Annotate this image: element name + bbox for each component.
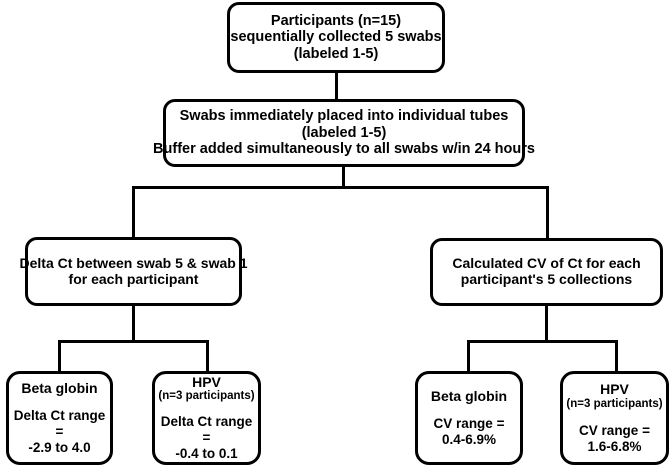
result-hpv-delta-ct-value: -0.4 to 0.1 [175,446,238,462]
connector-deltact-horizontal [58,340,209,343]
connector-swabs-to-split [342,165,345,188]
node-swabs-placed-in-tubes: Swabs immediately placed into individual… [153,99,535,167]
node-delta-ct-line-1: Delta Ct between swab 5 & swab 1 [19,254,248,271]
connector-cv-horizontal [467,340,618,343]
result-hpv-cv-header: HPV [600,381,629,398]
result-hpv-delta-ct-header: HPV [192,374,221,390]
connector-participants-to-swabs [335,72,338,101]
result-hpv-cv-subheader: (n=3 participants) [566,397,663,410]
connector-split-to-deltact [132,186,135,239]
result-hpv-cv: HPV (n=3 participants) CV range = 1.6-6.… [560,371,669,465]
result-beta-globin-cv-header: Beta globin [430,388,508,405]
result-hpv-delta-ct: HPV (n=3 participants) Delta Ct range = … [152,371,261,465]
result-hpv-cv-value: 1.6-6.8% [587,438,642,454]
connector-split-horizontal [132,186,549,189]
result-beta-globin-delta-ct: Beta globin Delta Ct range = -2.9 to 4.0 [6,371,113,465]
connector-cv-stem [545,304,548,342]
node-participants-line-2: sequentially collected 5 swabs [230,29,442,46]
node-swabs-line-2: (labeled 1-5) [301,124,387,141]
result-beta-globin-delta-ct-header: Beta globin [21,380,98,397]
connector-deltact-to-beta-globin [58,340,61,372]
node-participants-line-1: Participants (n=15) [270,12,402,29]
node-delta-ct-analysis: Delta Ct between swab 5 & swab 1 for eac… [20,237,247,306]
result-beta-globin-delta-ct-label: Delta Ct range = [13,408,106,440]
result-beta-globin-cv: Beta globin CV range = 0.4-6.9% [415,371,523,465]
result-beta-globin-cv-label: CV range = [433,416,505,432]
node-cv-of-ct-analysis: Calculated CV of Ct for each participant… [430,238,663,306]
result-hpv-cv-label: CV range = [579,422,650,438]
result-beta-globin-delta-ct-value: -2.9 to 4.0 [28,440,91,455]
node-cv-line-2: participant's 5 collections [460,271,633,287]
result-hpv-delta-ct-subheader: (n=3 participants) [158,390,255,403]
connector-deltact-to-hpv [206,340,209,372]
node-participants: Participants (n=15) sequentially collect… [227,2,445,73]
connector-cv-to-hpv [615,340,618,372]
node-participants-line-3: (labeled 1-5) [293,45,379,62]
node-swabs-line-1: Swabs immediately placed into individual… [179,108,509,125]
node-delta-ct-line-2: for each participant [68,270,199,287]
node-cv-line-1: Calculated CV of Ct for each [452,255,641,272]
connector-deltact-stem [132,304,135,342]
result-hpv-delta-ct-label: Delta Ct range = [160,414,253,446]
result-beta-globin-cv-value: 0.4-6.9% [441,432,497,448]
connector-split-to-cv [546,186,549,240]
node-swabs-line-3: Buffer added simultaneously to all swabs… [153,141,535,158]
connector-cv-to-beta-globin [467,340,470,372]
